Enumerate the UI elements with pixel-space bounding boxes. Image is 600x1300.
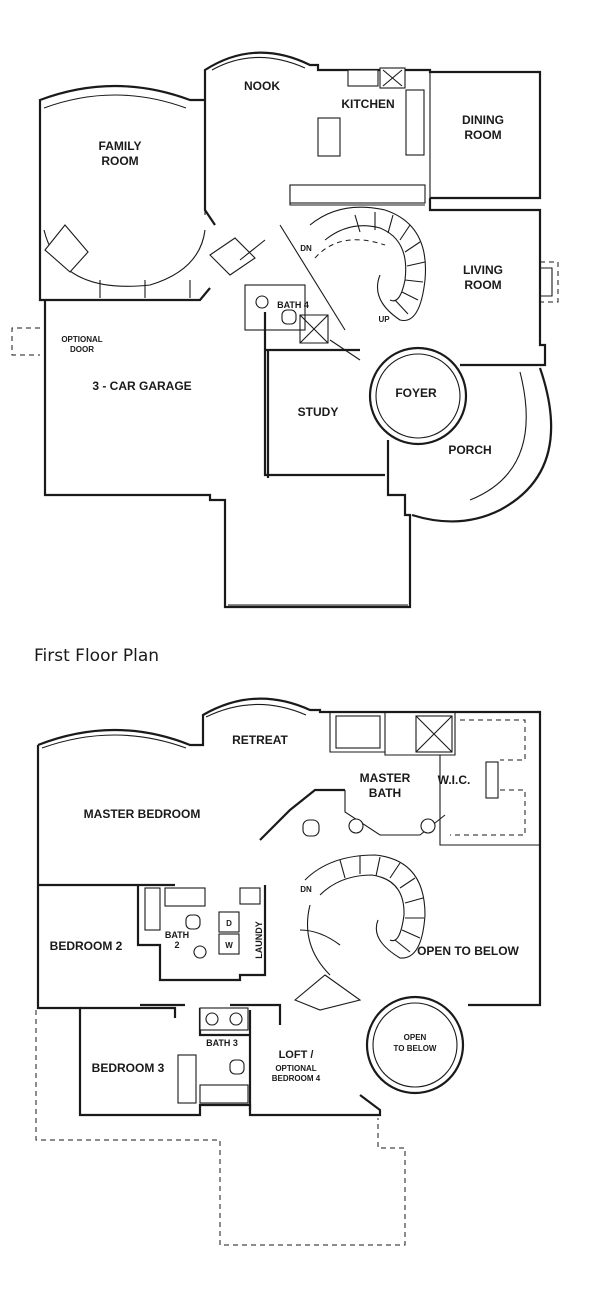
kitchen-counter-bottom <box>289 184 426 204</box>
first-floor-labels: FAMILY ROOM NOOK KITCHEN DINING ROOM LIV… <box>61 79 504 457</box>
wic-island <box>485 761 499 799</box>
kitchen-sink <box>347 69 379 87</box>
master-sink-left <box>348 818 364 834</box>
label-open-round-2: TO BELOW <box>394 1044 437 1053</box>
porch-arc <box>411 367 553 523</box>
master-tub <box>335 715 381 749</box>
label-master-bath-2: BATH <box>369 786 401 800</box>
label-foyer: FOYER <box>395 386 437 400</box>
nook-bay <box>211 56 306 71</box>
master-toilet <box>302 819 320 837</box>
washer <box>218 933 240 955</box>
label-bath2-1: BATH <box>165 930 189 940</box>
label-dining-2: ROOM <box>464 128 501 142</box>
label-porch: PORCH <box>448 443 491 457</box>
family-room-bay <box>43 94 187 109</box>
label-master-bedroom: MASTER BEDROOM <box>84 807 201 821</box>
label-wic: W.I.C. <box>438 773 471 787</box>
first-floor-outer-wall <box>38 51 547 609</box>
label-bedroom3: BEDROOM 3 <box>92 1061 165 1075</box>
bath2-tub <box>164 887 206 907</box>
bath3-tub <box>199 1084 249 1104</box>
label-dn-2: DN <box>300 885 312 894</box>
label-garage: 3 - CAR GARAGE <box>92 379 191 393</box>
label-loft-2: OPTIONAL <box>275 1064 316 1073</box>
label-living-1: LIVING <box>463 263 503 277</box>
label-master-bath-1: MASTER <box>360 771 411 785</box>
label-dryer: D <box>226 919 232 928</box>
bath2-sink <box>193 945 207 959</box>
label-optional-door-2: DOOR <box>70 345 94 354</box>
coat-closet <box>209 237 256 276</box>
label-washer: W <box>225 941 233 950</box>
label-bath3: BATH 3 <box>206 1038 238 1048</box>
second-floor-labels: RETREAT MASTER BEDROOM MASTER BATH W.I.C… <box>50 733 520 1083</box>
label-laundry: LAUNDY <box>254 921 264 959</box>
label-study: STUDY <box>298 405 339 419</box>
laundry-sink <box>239 887 261 905</box>
master-sink-right <box>420 818 436 834</box>
bedroom3-closet <box>177 1054 197 1104</box>
label-loft-3: BEDROOM 4 <box>272 1074 321 1083</box>
bath2-closet <box>144 887 161 931</box>
bath3-toilet <box>229 1059 245 1075</box>
first-floor-plan-title: First Floor Plan <box>34 646 160 666</box>
label-retreat: RETREAT <box>232 733 288 747</box>
label-bedroom2: BEDROOM 2 <box>50 939 123 953</box>
bath4-box <box>244 284 306 331</box>
bath4-sink <box>255 295 269 309</box>
first-floor-plan <box>11 51 559 609</box>
kitchen-counter-right <box>405 89 425 156</box>
foyer-round <box>368 346 468 446</box>
dryer <box>218 911 240 933</box>
garage-wall <box>263 312 385 478</box>
stair-rail <box>293 974 362 1011</box>
closet-x <box>299 314 329 344</box>
interior-walls-first <box>99 72 431 361</box>
label-family-room-2: ROOM <box>101 154 138 168</box>
kitchen-range-x <box>382 69 403 87</box>
label-open-round-1: OPEN <box>404 1033 427 1042</box>
living-fireplace <box>540 261 559 303</box>
label-nook: NOOK <box>244 79 280 93</box>
second-floor-plan <box>35 697 542 1246</box>
label-bath2-2: 2 <box>174 940 179 950</box>
kitchen-island <box>317 117 341 157</box>
label-loft-1: LOFT / <box>279 1049 314 1061</box>
first-floor-stair <box>309 206 427 322</box>
label-up: UP <box>378 315 390 324</box>
master-bath-walls <box>329 712 540 846</box>
second-floor-stair <box>299 854 426 976</box>
label-living-2: ROOM <box>464 278 501 292</box>
label-optional-door-1: OPTIONAL <box>61 335 102 344</box>
label-open-to-below: OPEN TO BELOW <box>417 944 519 958</box>
bedroom2-walls <box>136 885 282 1025</box>
bath4-toilet <box>281 309 297 325</box>
wic-shelves <box>450 719 526 836</box>
open-to-below-round <box>365 995 465 1095</box>
bath2-toilet <box>185 914 201 930</box>
family-fireplace <box>44 224 89 273</box>
master-bay <box>41 734 187 749</box>
second-floor-outer-wall <box>36 697 542 1117</box>
first-floor-outline-below <box>35 1010 406 1246</box>
label-dn: DN <box>300 244 312 253</box>
retreat-bay <box>205 703 307 718</box>
optional-door <box>11 327 40 356</box>
label-dining-1: DINING <box>462 113 504 127</box>
label-family-room-1: FAMILY <box>99 139 142 153</box>
label-bath4: BATH 4 <box>277 300 309 310</box>
label-kitchen: KITCHEN <box>341 97 394 111</box>
master-bedroom-wall <box>38 788 345 887</box>
